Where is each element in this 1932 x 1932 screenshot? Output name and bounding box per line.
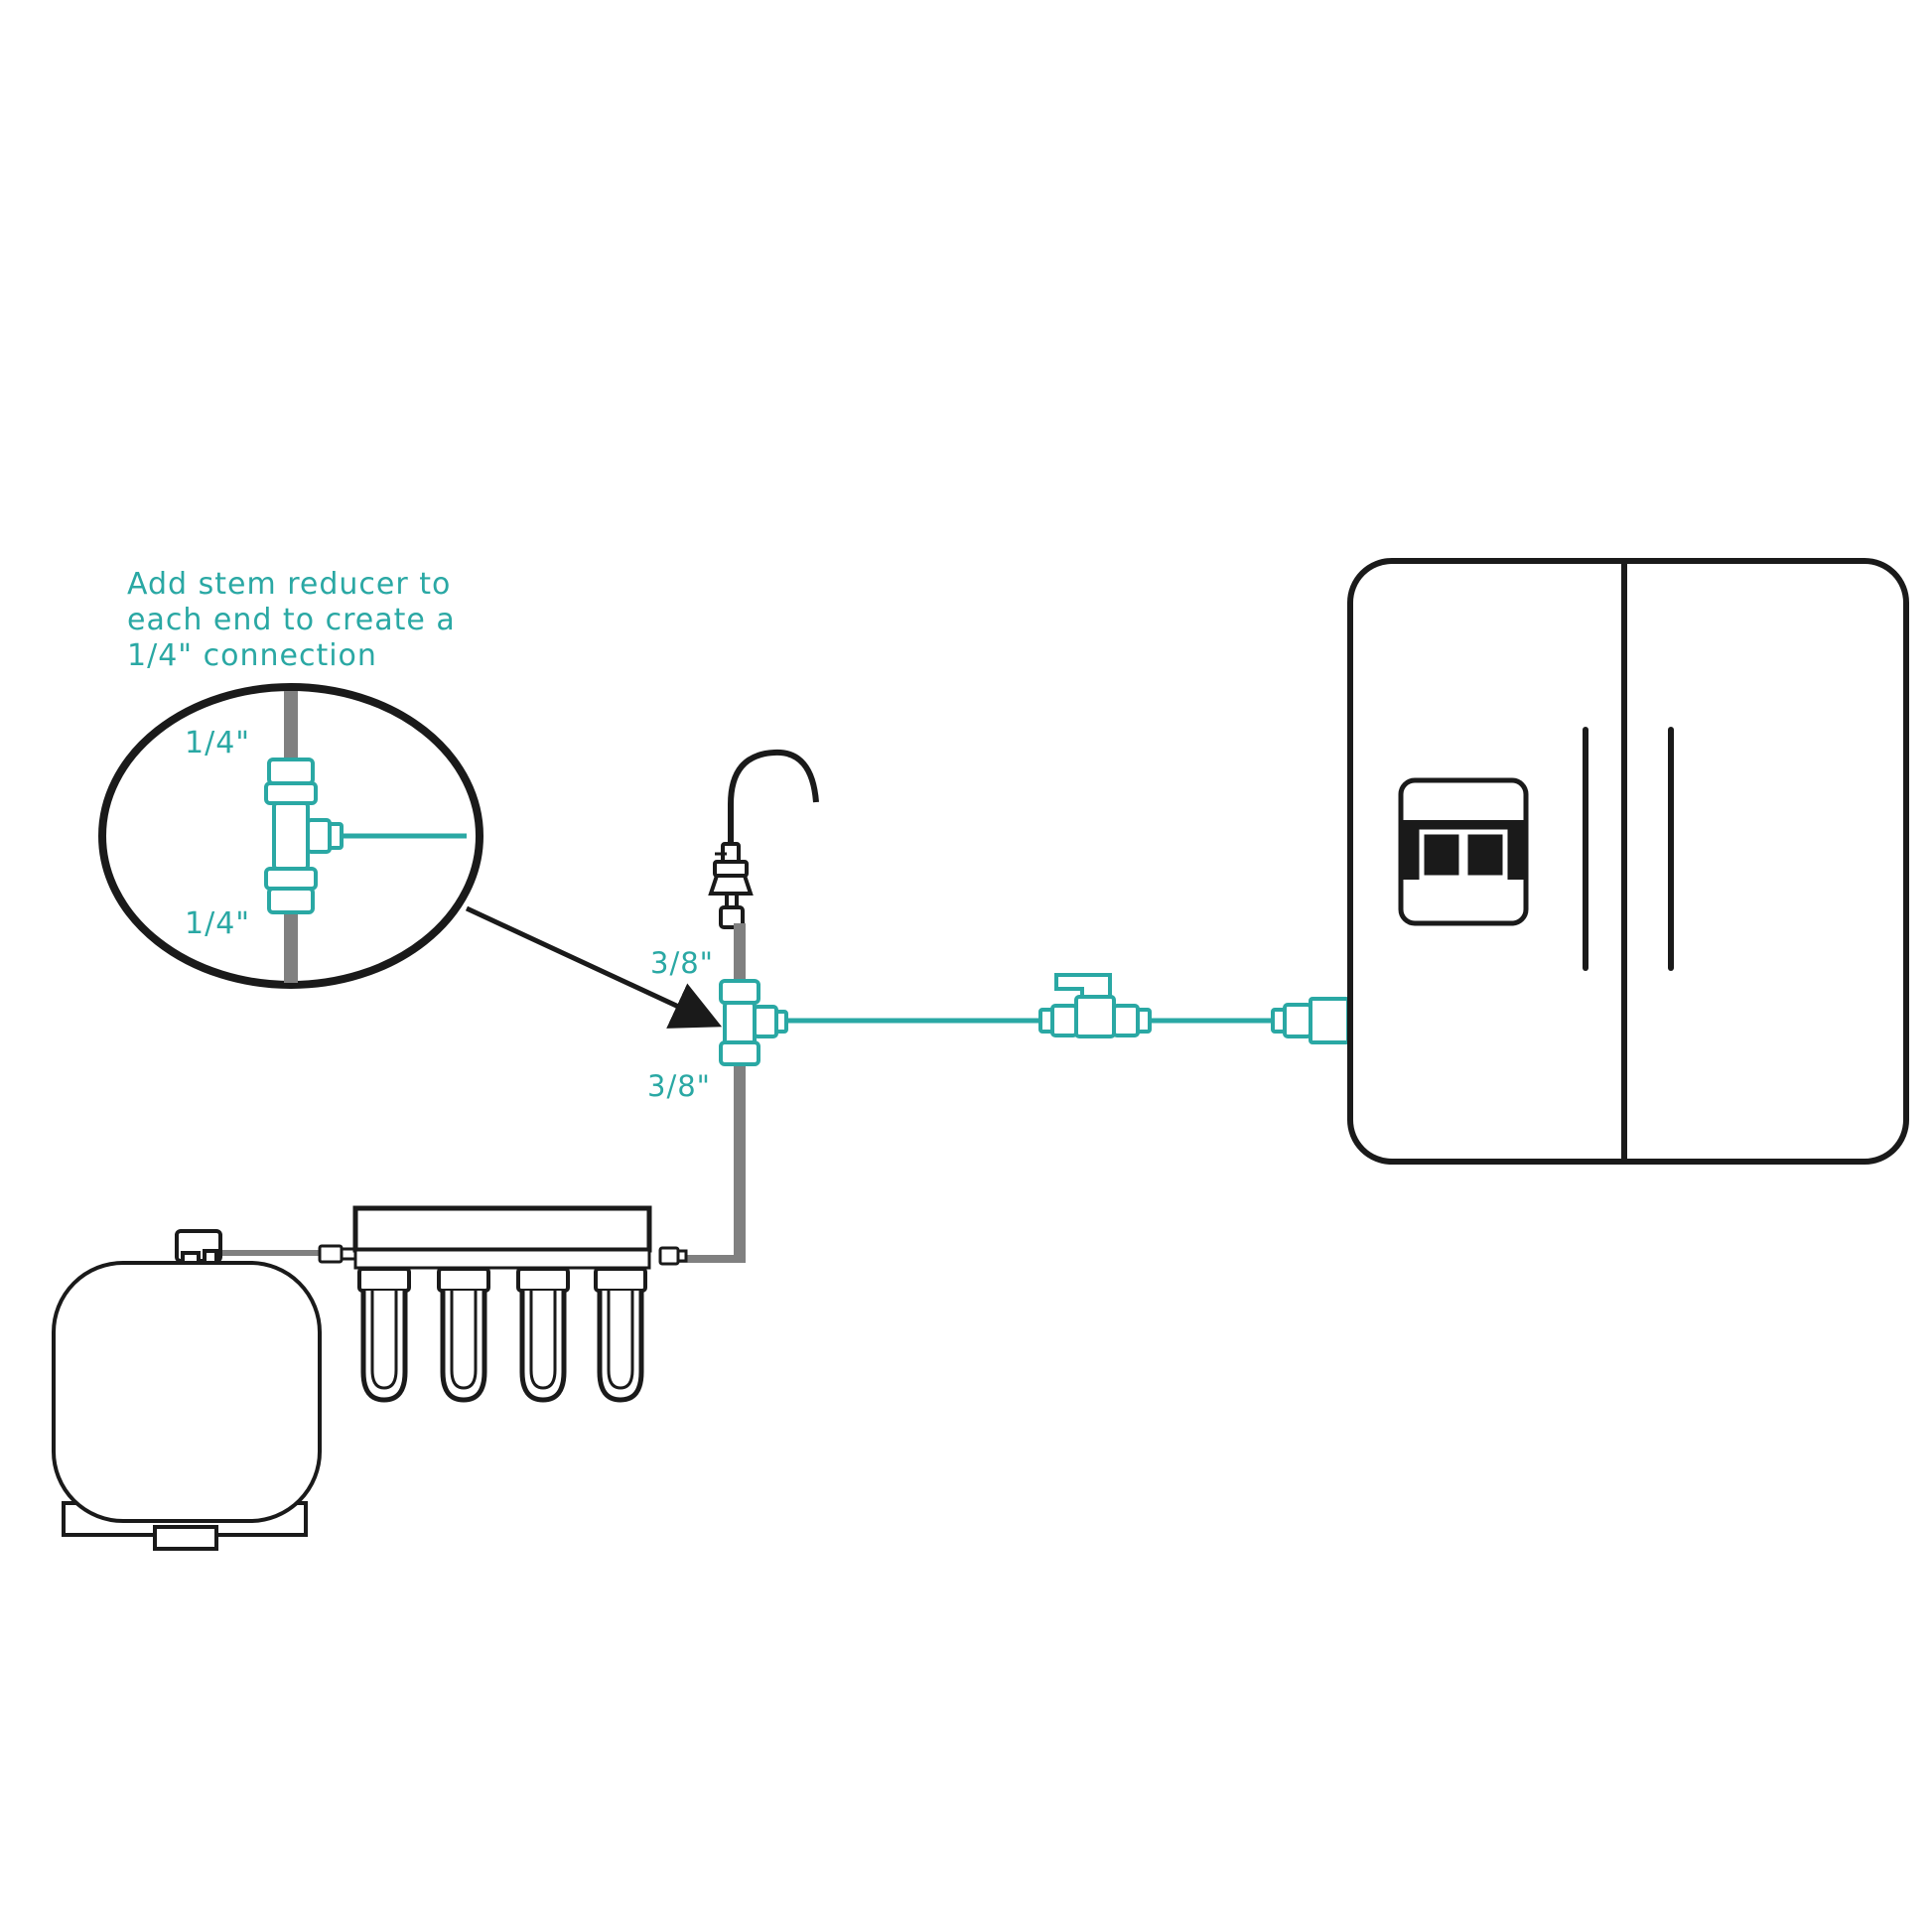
filter-system: [352, 1205, 652, 1403]
tee-label-bottom: 3/8": [647, 1069, 711, 1103]
note-line-2: each end to create a: [127, 603, 456, 637]
inset-label-bottom: 1/4": [185, 906, 250, 941]
inset-label-top: 1/4": [185, 726, 250, 760]
tee-label-top: 3/8": [650, 946, 714, 980]
filter-outlet-fitting: [658, 1246, 688, 1266]
filter-canister-4: [594, 1267, 647, 1403]
filter-canister-1: [357, 1267, 411, 1403]
refrigerator: [1347, 558, 1909, 1165]
fridge-inlet-fitting: [1271, 997, 1350, 1044]
tee-fitting: [719, 979, 788, 1066]
filter-canister-3: [516, 1267, 570, 1403]
filter-canister-2: [437, 1267, 490, 1403]
filter-output-tube: [679, 1255, 746, 1263]
tank-tube-fitting: [318, 1244, 357, 1264]
note-line-3: 1/4" connection: [127, 638, 377, 673]
shutoff-valve: [1038, 973, 1152, 1038]
note-line-1: Add stem reducer to: [127, 567, 451, 602]
magnified-inset: 1/4" 1/4": [98, 683, 483, 989]
inset-tee-fitting: [264, 758, 344, 914]
faucet: [708, 749, 819, 929]
water-dispenser: [1398, 777, 1529, 926]
callout-arrow: [465, 905, 723, 1029]
faucet-supply-tube: [734, 923, 746, 1261]
storage-tank: [52, 1229, 322, 1551]
instruction-note: Add stem reducer to each end to create a…: [127, 567, 456, 673]
